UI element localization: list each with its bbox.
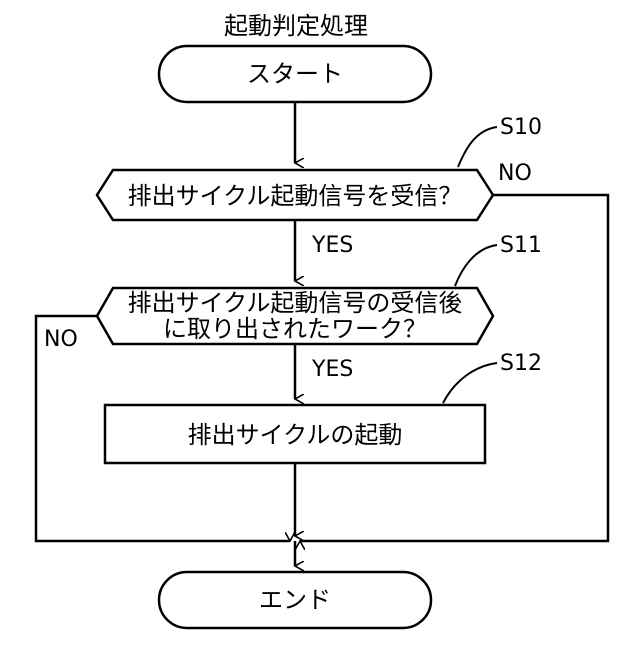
start-label: スタート: [247, 60, 343, 88]
s12-step-label: S12: [500, 351, 542, 376]
s11-yes-label: YES: [311, 357, 353, 382]
s10-label: 排出サイクル起動信号を受信？: [128, 182, 463, 210]
s11-label-line2: に取り出されたワーク？: [163, 315, 427, 343]
s11-step-label: S11: [500, 233, 542, 258]
s10-step-label: S10: [500, 115, 542, 140]
s11-no-label: NO: [44, 327, 78, 352]
s10-no-label: NO: [498, 161, 532, 186]
s11-label-line1: 排出サイクル起動信号の受信後: [128, 289, 463, 317]
page-title: 起動判定処理: [224, 12, 368, 40]
end-label: エンド: [259, 586, 331, 614]
s10-yes-label: YES: [311, 233, 353, 258]
s10-leader-line: [458, 127, 497, 167]
s12-leader-line: [443, 363, 497, 403]
s12-label: 排出サイクルの起動: [188, 421, 403, 449]
s11-leader-line: [455, 245, 497, 286]
